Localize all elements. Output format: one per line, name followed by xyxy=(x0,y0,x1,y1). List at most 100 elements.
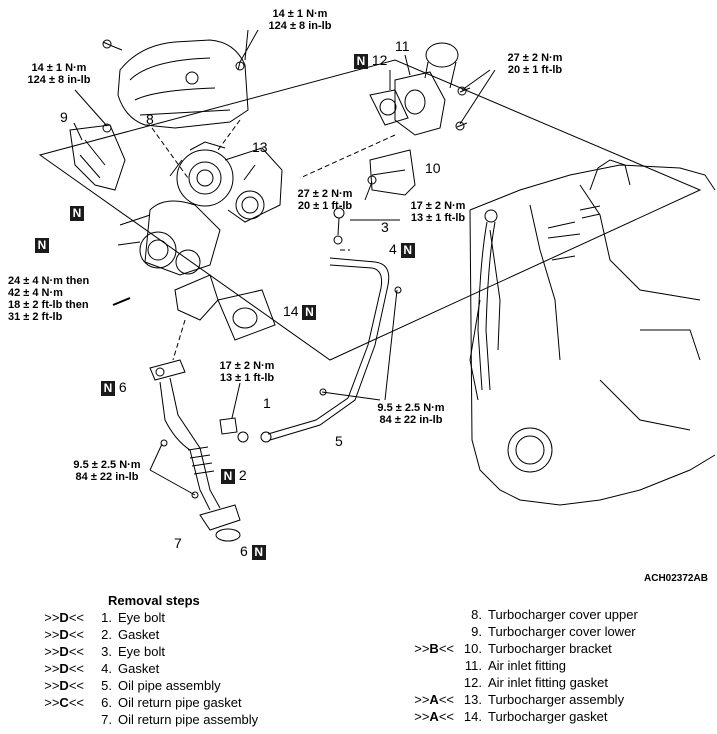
service-reference-part: A xyxy=(429,709,439,724)
step-part-name: Air inlet fitting gasket xyxy=(488,675,608,690)
service-reference: >>D<< xyxy=(30,643,90,660)
callout-9: 9 xyxy=(60,109,68,125)
torque-spec-eye-bolt-lower: 17 ± 2 N·m 13 ± 1 ft-lb xyxy=(212,360,282,384)
callout-5: 5 xyxy=(335,433,343,449)
new-part-mark: N xyxy=(221,468,235,484)
callout-13: 13 xyxy=(252,139,268,155)
callout-number: 14 xyxy=(283,303,299,319)
service-reference-part: << xyxy=(68,627,84,642)
turbocharger-gasket-drawing xyxy=(217,289,276,341)
step-number: 1. xyxy=(101,610,112,625)
step-part-name: Gasket xyxy=(118,627,160,642)
service-reference-part: << xyxy=(68,678,84,693)
torque-line: 13 ± 1 ft-lb xyxy=(219,372,275,384)
removal-step: 9.Turbocharger cover lower xyxy=(400,623,638,640)
removal-step: 7. Oil return pipe assembly xyxy=(30,711,258,728)
service-reference-part: >> xyxy=(44,627,60,642)
step-part-name: Oil return pipe assembly xyxy=(118,712,259,727)
service-reference-part: >> xyxy=(44,610,60,625)
removal-step: 8. Turbocharger cover upper xyxy=(400,606,638,623)
service-reference: >>D<< xyxy=(30,660,90,677)
service-reference-part: D xyxy=(59,610,69,625)
torque-spec-bracket: 27 ± 2 N·m 20 ± 1 ft-lb xyxy=(290,188,360,212)
callout-7: 7 xyxy=(174,535,182,551)
service-reference-part: B xyxy=(429,641,439,656)
new-part-mark: N xyxy=(400,242,415,258)
step-part-name: Turbocharger cover upper xyxy=(488,607,638,622)
removal-step: 11.Air inlet fitting xyxy=(400,657,638,674)
oil-return-pipe-drawing xyxy=(149,359,241,542)
step-number: 6. xyxy=(101,695,112,710)
bolts xyxy=(102,39,471,306)
service-reference-part: A xyxy=(429,692,439,707)
service-reference-part: D xyxy=(59,627,69,642)
removal-step: >>C<<6.Oil return pipe gasket xyxy=(30,694,258,711)
reference-plane xyxy=(38,59,702,361)
torque-spec-top: 14 ± 1 N·m 124 ± 8 in-lb xyxy=(251,8,349,32)
torque-line: 18 ± 2 ft-lb then xyxy=(8,299,89,311)
figure-code: ACH02372AB xyxy=(644,573,708,584)
step-number: 10. xyxy=(463,641,482,656)
torque-line: 27 ± 2 N·m xyxy=(297,188,353,200)
torque-spec-turbo-nut: 24 ± 4 N·m then 42 ± 4 N·m 18 ± 2 ft-lb … xyxy=(8,275,104,323)
callout-6-upper: N 6 xyxy=(101,379,127,396)
service-reference: >>D<< xyxy=(30,677,90,694)
callout-2: N 2 xyxy=(221,467,247,484)
callout-number: 6 xyxy=(240,543,248,559)
torque-spec-left: 14 ± 1 N·m 124 ± 8 in-lb xyxy=(10,62,108,86)
torque-line: 84 ± 22 in-lb xyxy=(379,414,443,426)
callout-11: 11 xyxy=(395,38,410,54)
service-reference-part: >> xyxy=(414,709,430,724)
step-part-name: Turbocharger assembly xyxy=(488,692,625,707)
torque-line: 14 ± 1 N·m xyxy=(31,62,87,74)
step-number: 7. xyxy=(101,712,112,727)
service-reference: >>D<< xyxy=(30,609,90,626)
n-mark-upper: N xyxy=(70,204,84,221)
service-reference-part: << xyxy=(68,695,84,710)
step-number: 4. xyxy=(101,661,112,676)
callout-14: 14 N xyxy=(283,303,317,320)
service-reference-part: << xyxy=(68,644,84,659)
removal-step: >>D<<2.Gasket xyxy=(30,626,258,643)
new-part-mark: N xyxy=(302,304,317,320)
exploded-assembly-drawing xyxy=(38,29,716,542)
removal-step: >>A<<14.Turbocharger gasket xyxy=(400,708,638,725)
step-part-name: Eye bolt xyxy=(118,644,165,659)
dipstick-tube xyxy=(477,209,498,391)
callout-6-lower: 6 N xyxy=(240,543,266,560)
removal-step: >>D<< 4. Gasket xyxy=(30,660,258,677)
turbocharger-cover-upper-drawing xyxy=(117,39,249,129)
step-number: 11. xyxy=(464,658,482,673)
removal-step: 12.Air inlet fitting gasket xyxy=(400,674,638,691)
callout-number: 4 xyxy=(389,241,397,257)
torque-line: 13 ± 1 ft-lb xyxy=(410,212,466,224)
alignment-lines xyxy=(151,119,396,361)
new-part-mark: N xyxy=(70,205,84,221)
service-reference: >>B<< xyxy=(400,640,460,657)
step-part-name: Turbocharger bracket xyxy=(488,641,612,656)
callout-number: 2 xyxy=(238,467,247,483)
removal-step: >>A<<13.Turbocharger assembly xyxy=(400,691,638,708)
torque-line: 17 ± 2 N·m xyxy=(219,360,275,372)
step-part-name: Turbocharger cover lower xyxy=(488,624,636,639)
removal-steps-left: Removal steps >>D<<1.Eye bolt>>D<<2.Gask… xyxy=(30,592,258,728)
torque-line: 20 ± 1 ft-lb xyxy=(507,64,563,76)
service-reference-part: >> xyxy=(44,695,60,710)
step-number: 3. xyxy=(101,644,112,659)
torque-line: 24 ± 4 N·m then xyxy=(8,275,90,287)
step-number: 14. xyxy=(463,709,482,724)
step-part-name: Eye bolt xyxy=(118,610,165,625)
service-reference-part: D xyxy=(59,644,69,659)
torque-line: 124 ± 8 in-lb xyxy=(268,20,332,32)
callout-1: 1 xyxy=(263,395,271,411)
service-reference-part: >> xyxy=(44,678,60,693)
torque-line: 9.5 ± 2.5 N·m xyxy=(377,402,445,414)
service-reference-part: D xyxy=(59,678,69,693)
step-number: 8. xyxy=(471,607,482,622)
torque-line: 84 ± 22 in-lb xyxy=(75,471,139,483)
callout-8: 8 xyxy=(146,111,154,127)
step-part-name: Gasket xyxy=(118,661,160,676)
turbocharger-bracket-drawing xyxy=(369,149,416,196)
torque-line: 124 ± 8 in-lb xyxy=(27,74,91,86)
service-reference-part: << xyxy=(438,709,454,724)
